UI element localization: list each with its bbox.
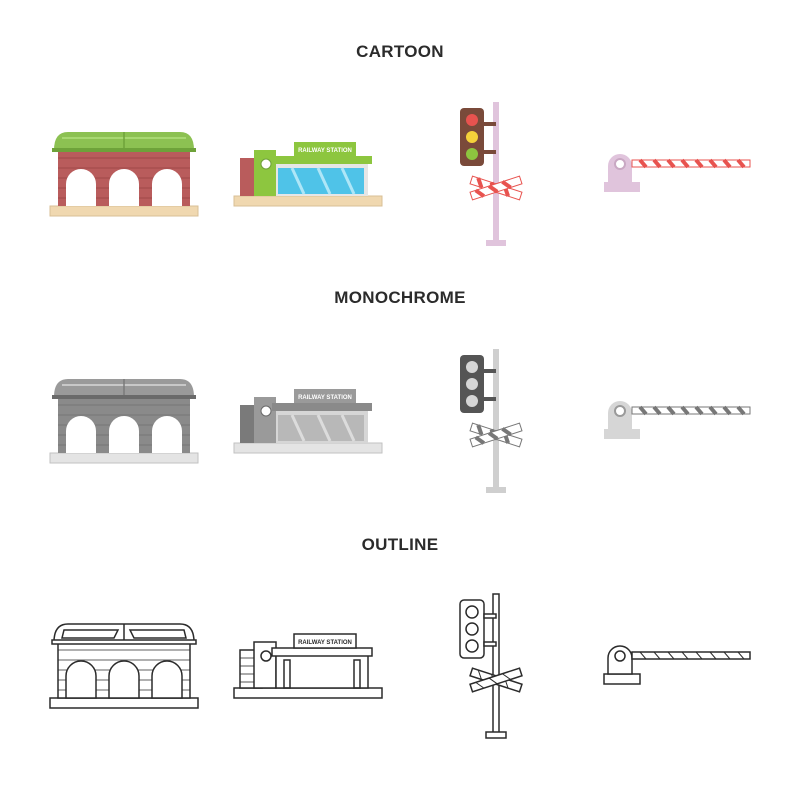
- station-sign-text: RAILWAY STATION: [298, 640, 352, 646]
- barrier-gate-icon: [600, 397, 752, 443]
- section-title-cartoon: CARTOON: [356, 42, 444, 61]
- crossing-traffic-light-icon: [456, 100, 528, 250]
- barrier-gate-icon: [600, 642, 752, 688]
- section-title-outline: OUTLINE: [361, 535, 439, 554]
- railway-station-building-icon: RAILWAY STATION: [232, 385, 384, 457]
- railway-station-building-icon: RAILWAY STATION: [232, 138, 384, 210]
- crossing-traffic-light-icon: [456, 592, 528, 742]
- station-sign-text: RAILWAY STATION: [298, 148, 352, 154]
- arch-platform-icon: [48, 620, 200, 712]
- arch-platform-icon: [48, 128, 200, 220]
- station-sign-text: RAILWAY STATION: [298, 395, 352, 401]
- arch-platform-icon: [48, 375, 200, 467]
- barrier-gate-icon: [600, 150, 752, 196]
- section-title-monochrome: MONOCHROME: [334, 288, 466, 307]
- crossing-traffic-light-icon: [456, 347, 528, 497]
- railway-station-building-icon: RAILWAY STATION: [232, 630, 384, 702]
